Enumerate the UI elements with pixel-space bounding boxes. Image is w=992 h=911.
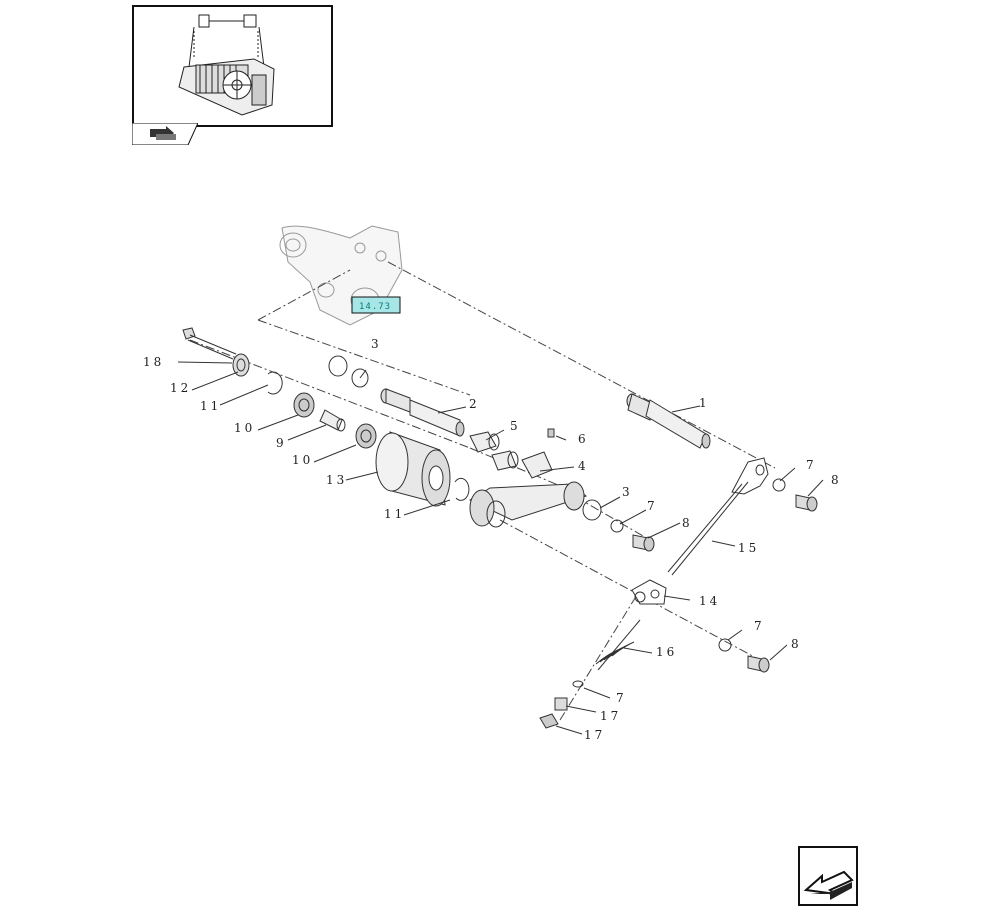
tractor-assembly-thumbnail-icon (178, 14, 275, 116)
pin-1 (626, 393, 711, 449)
bushing-5 (469, 431, 519, 471)
nut-17b (539, 713, 559, 729)
callout-3b: 3 (622, 485, 633, 499)
callout-7d: 7 (616, 691, 627, 705)
washer-7c (718, 638, 732, 652)
reference-tag[interactable]: 14.73 (351, 296, 401, 314)
grease-nipple-6 (547, 428, 555, 438)
callout-18: 18 (143, 355, 164, 369)
callout-8a: 8 (682, 516, 693, 530)
callout-8c: 8 (791, 637, 802, 651)
callout-9: 9 (276, 436, 287, 450)
callout-17a: 17 (600, 709, 621, 723)
bolt-8b (795, 494, 818, 512)
callout-10b: 10 (292, 453, 313, 467)
thumbnail-tab[interactable] (131, 122, 199, 146)
ring-3a (328, 355, 348, 377)
rod-15 (667, 457, 769, 576)
callout-7c: 7 (754, 619, 765, 633)
callout-16: 16 (656, 645, 677, 659)
callout-6: 6 (578, 432, 589, 446)
ring-3a2 (351, 368, 369, 388)
snap-ring-11a (267, 371, 283, 395)
callout-13: 13 (326, 473, 347, 487)
bracket-14 (631, 579, 667, 605)
callout-3a: 3 (371, 337, 382, 351)
spacer-9 (319, 409, 346, 432)
washer-12 (232, 353, 250, 377)
prev-page-arrow-icon (803, 870, 854, 900)
callout-11b: 11 (384, 507, 405, 521)
bearing-10a (293, 392, 315, 418)
callout-11a: 11 (200, 399, 221, 413)
callout-10a: 10 (234, 421, 255, 435)
previous-page-button[interactable] (798, 846, 858, 906)
callout-5: 5 (510, 419, 521, 433)
nut-17a (554, 697, 568, 711)
callout-2: 2 (469, 397, 480, 411)
callout-7b: 7 (806, 458, 817, 472)
bolt-18 (182, 327, 237, 360)
assembly-thumbnail[interactable] (132, 5, 333, 127)
washer-7d (572, 680, 584, 688)
book-arrow-icon (131, 122, 199, 146)
reference-tag-text: 14.73 (359, 302, 391, 312)
washer-7a (610, 519, 624, 533)
arm-4 (468, 451, 588, 528)
bolt-8c (747, 655, 770, 673)
roller-13 (375, 431, 451, 507)
snap-ring-11b (454, 477, 470, 501)
callout-12: 12 (170, 381, 191, 395)
shaft-2 (380, 388, 465, 437)
callout-17b: 17 (584, 728, 605, 742)
ring-3b (582, 499, 602, 521)
callout-8b: 8 (831, 473, 842, 487)
callout-1: 1 (699, 396, 710, 410)
callout-15: 15 (738, 541, 759, 555)
callout-14: 14 (699, 594, 720, 608)
spring-16 (595, 619, 641, 671)
washer-7b (772, 478, 786, 492)
bearing-10b (355, 423, 377, 449)
callout-7a: 7 (647, 499, 658, 513)
callout-4: 4 (578, 459, 589, 473)
bolt-8a (632, 534, 655, 552)
